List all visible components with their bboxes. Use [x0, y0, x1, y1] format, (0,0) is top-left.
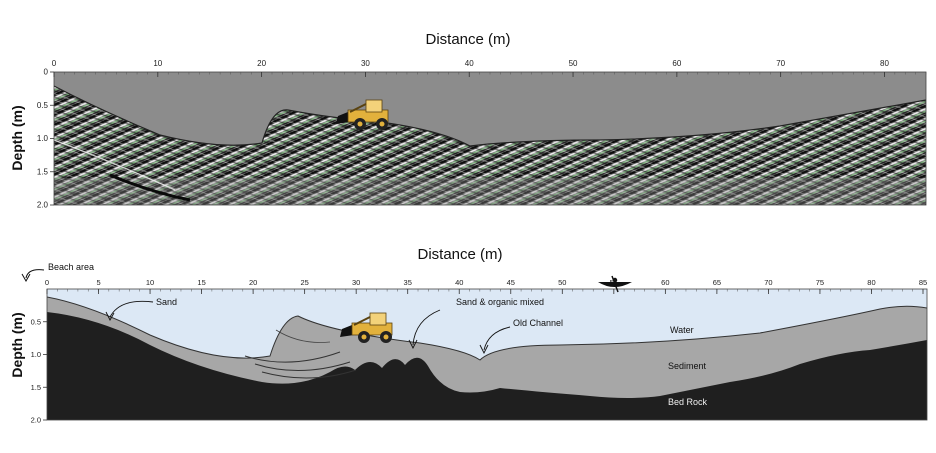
bottom-x-tick-label: 50 — [558, 278, 566, 287]
top-x-tick-label: 50 — [569, 59, 578, 68]
canoe-icon — [598, 275, 632, 293]
top-x-tick-label: 30 — [361, 59, 370, 68]
top-y-ticks: 0 0.5 1.0 1.5 2.0 — [37, 68, 54, 210]
top-y-tick-label: 0 — [44, 68, 49, 77]
bottom-y-ticks: 0.5 1.0 1.5 2.0 — [31, 317, 47, 425]
bottom-x-tick-label: 25 — [300, 278, 308, 287]
old-channel-label: Old Channel — [479, 318, 563, 355]
top-y-tick-label: 1.0 — [37, 134, 49, 143]
top-y-tick-label: 0.5 — [37, 101, 49, 110]
svg-text:Sand: Sand — [156, 297, 177, 307]
bottom-cross-section — [47, 289, 927, 420]
top-x-tick-label: 10 — [153, 59, 162, 68]
bottom-x-tick-label: 80 — [867, 278, 875, 287]
top-y-tick-label: 1.5 — [37, 167, 49, 176]
water-label: Water — [670, 325, 694, 335]
bottom-x-tick-label: 85 — [919, 278, 927, 287]
top-x-axis-title: Distance (m) — [425, 31, 510, 48]
top-x-ticks: 0 10 20 30 40 50 60 70 80 — [52, 59, 927, 77]
top-y-tick-label: 2.0 — [37, 201, 49, 210]
sand-label: Sand — [105, 297, 177, 321]
bottom-x-tick-label: 60 — [661, 278, 669, 287]
bottom-y-tick-label: 1.0 — [31, 350, 41, 359]
loader-icon — [336, 99, 389, 130]
bottom-x-axis-title: Distance (m) — [417, 246, 502, 263]
svg-text:Old Channel: Old Channel — [513, 318, 563, 328]
bottom-x-tick-label: 15 — [197, 278, 205, 287]
bottom-y-axis-title: Depth (m) — [9, 312, 25, 377]
bottom-y-tick-label: 0.5 — [31, 317, 41, 326]
bottom-x-tick-label: 30 — [352, 278, 360, 287]
beach-area-label: Beach area — [21, 262, 94, 283]
bottom-x-tick-label: 10 — [146, 278, 154, 287]
top-x-tick-label: 0 — [52, 59, 57, 68]
sand-organic-label: Sand & organic mixed — [408, 297, 544, 350]
top-x-tick-label: 40 — [465, 59, 474, 68]
svg-text:Beach area: Beach area — [48, 262, 94, 272]
top-x-tick-label: 70 — [776, 59, 785, 68]
top-x-tick-label: 20 — [257, 59, 266, 68]
sediment-label: Sediment — [668, 361, 707, 371]
bottom-y-tick-label: 2.0 — [31, 416, 41, 425]
bedrock-label: Bed Rock — [668, 397, 708, 407]
bottom-x-tick-label: 70 — [764, 278, 772, 287]
bottom-x-ticks: 0510152025303540455055606570758085 — [45, 278, 927, 294]
top-x-tick-label: 80 — [880, 59, 889, 68]
bottom-x-tick-label: 0 — [45, 278, 49, 287]
bottom-x-tick-label: 65 — [713, 278, 721, 287]
bottom-y-tick-label: 1.5 — [31, 383, 41, 392]
bottom-x-tick-label: 5 — [96, 278, 100, 287]
top-x-tick-label: 60 — [672, 59, 681, 68]
bottom-x-tick-label: 35 — [404, 278, 412, 287]
svg-text:Sand & organic mixed: Sand & organic mixed — [456, 297, 544, 307]
loader-icon — [340, 312, 393, 343]
bottom-x-tick-label: 75 — [816, 278, 824, 287]
top-radargram — [54, 72, 926, 205]
top-y-axis-title: Depth (m) — [9, 105, 25, 170]
bottom-x-tick-label: 20 — [249, 278, 257, 287]
bottom-x-tick-label: 45 — [507, 278, 515, 287]
bottom-x-tick-label: 40 — [455, 278, 463, 287]
bedrock-layer — [47, 312, 927, 420]
